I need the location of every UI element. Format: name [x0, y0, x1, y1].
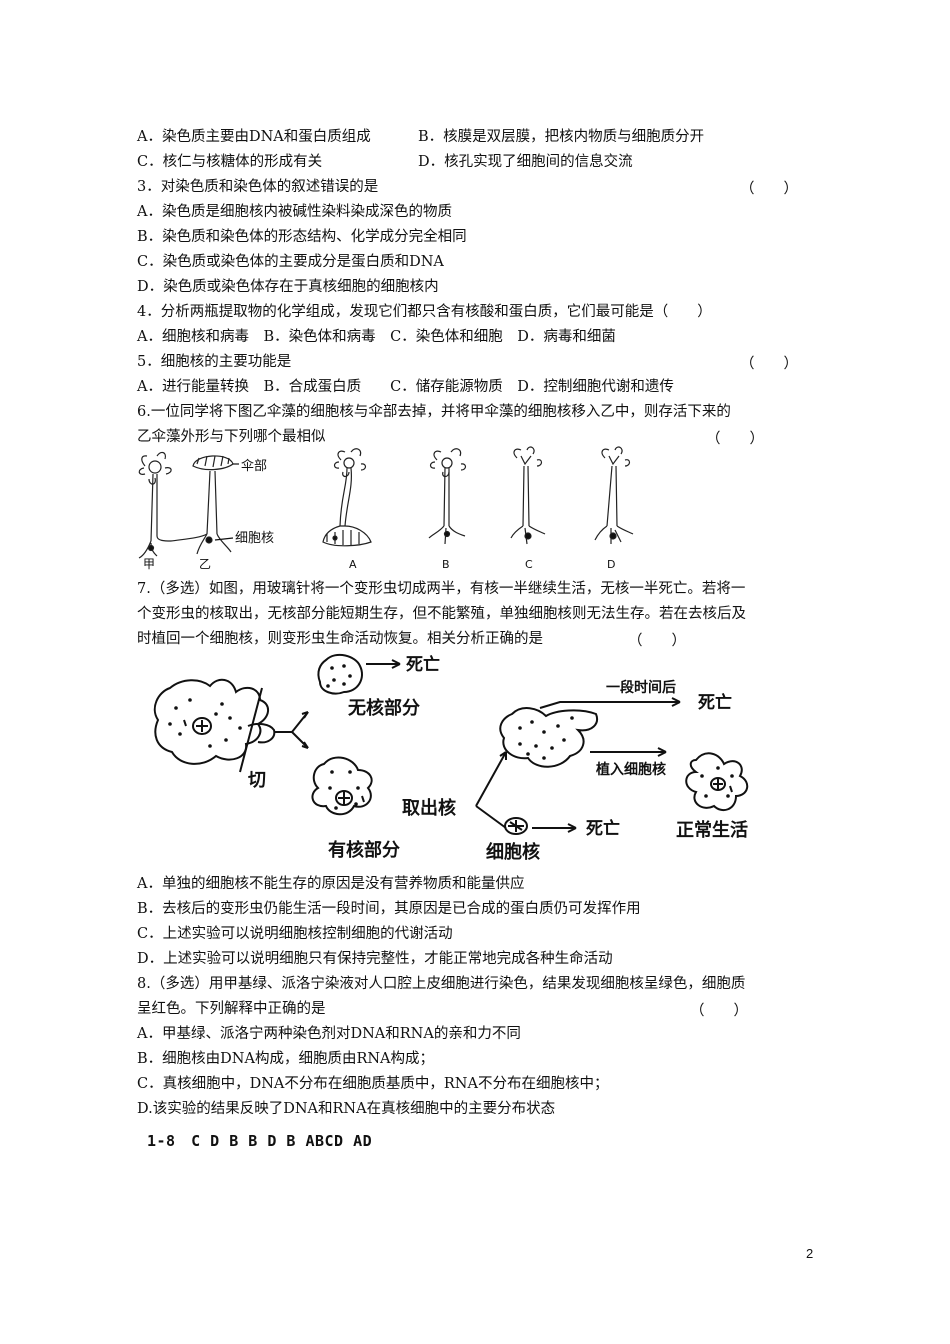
q8-option-c: C．真核细胞中，DNA不分布在细胞质基质中，RNA不分布在细胞核中；	[137, 1076, 609, 1092]
q7-amoeba-figure: 切 死亡 无核部分 有核部分 取出核	[140, 648, 780, 870]
q8-stem-line-2: 呈红色。下列解释中正确的是	[137, 1001, 326, 1017]
q3-option-a: A．染色质是细胞核内被碱性染料染成深色的物质	[137, 204, 452, 220]
option-a-algae	[322, 448, 372, 547]
q7-option-c: C．上述实验可以说明细胞核控制细胞的代谢活动	[137, 926, 453, 942]
label-umbrella: 伞部	[241, 458, 267, 474]
q8-option-d: D.该实验的结果反映了DNA和RNA在真核细胞中的主要分布状态	[137, 1101, 556, 1117]
q7-option-d: D．上述实验可以说明细胞只有保持完整性，才能正常地完成各种生命活动	[137, 951, 613, 967]
answer-key: 1-8 C D B B D B ABCD AD	[147, 1132, 373, 1150]
q8-stem-line-1: 8.（多选）用甲基绿、派洛宁染液对人口腔上皮细胞进行染色，结果发现细胞核呈绿色，…	[137, 976, 746, 992]
label-nucleus: 细胞核	[235, 531, 274, 546]
q7-stem-line-2: 个变形虫的核取出，无核部分能短期生存，但不能繁殖，单独细胞核则无法生存。若在去核…	[137, 606, 746, 622]
acetabularia-jia	[138, 451, 172, 559]
q3-option-b: B．染色质和染色体的形态结构、化学成分完全相同	[137, 229, 467, 245]
q2-options-row-2: C．核仁与核糖体的形成有关 D．核孔实现了细胞间的信息交流	[137, 152, 633, 172]
q6-acetabularia-figure: 甲 乙 伞部 细胞核	[135, 446, 655, 571]
q2-option-c: C．核仁与核糖体的形成有关	[137, 154, 323, 170]
q6-stem-line-1: 6.一位同学将下图乙伞藻的细胞核与伞部去掉，并将甲伞藻的细胞核移入乙中，则存活下…	[137, 404, 731, 420]
label-no-nucleus-part: 无核部分	[348, 697, 420, 719]
amoeba-enucleated	[499, 707, 598, 768]
label-jia: 甲	[143, 557, 155, 571]
q6-answer-paren: （ ）	[706, 431, 764, 447]
q8-answer-paren: （ ）	[690, 1003, 748, 1019]
amoeba-normal	[685, 752, 749, 812]
label-option-d: D	[607, 558, 615, 571]
q7-answer-paren: （ ）	[628, 633, 686, 649]
q5-stem: 5．细胞核的主要功能是	[137, 354, 292, 370]
amoeba-with-nucleus	[311, 756, 373, 816]
q2-option-d: D．核孔实现了细胞间的信息交流	[418, 154, 633, 170]
q4-options: A．细胞核和病毒 B．染色体和病毒 C．染色体和细胞 D．病毒和细菌	[137, 329, 616, 345]
label-death-3: 死亡	[586, 818, 620, 839]
q2-option-a: A．染色质主要由DNA和蛋白质组成	[137, 129, 371, 145]
label-remove-nucleus: 取出核	[402, 797, 456, 819]
q3-stem: 3．对染色质和染色体的叙述错误的是	[137, 179, 379, 195]
page-number: 2	[806, 1246, 814, 1261]
label-death-2: 死亡	[698, 692, 732, 713]
q2-option-b: B．核膜是双层膜，把核内物质与细胞质分开	[418, 129, 705, 145]
q5-answer-paren: （ ）	[740, 356, 798, 372]
label-implant-nucleus: 植入细胞核	[595, 761, 666, 778]
q3-option-c: C．染色质或染色体的主要成分是蛋白质和DNA	[137, 254, 444, 270]
label-option-a: A	[349, 558, 357, 571]
acetabularia-yi	[170, 455, 234, 555]
option-c-algae	[510, 446, 546, 545]
option-b-algae	[428, 448, 467, 545]
label-with-nucleus-part: 有核部分	[328, 839, 400, 861]
label-cut: 切	[248, 770, 266, 791]
q8-option-a: A．甲基绿、派洛宁两种染色剂对DNA和RNA的亲和力不同	[137, 1026, 521, 1042]
q2-options-row-1: A．染色质主要由DNA和蛋白质组成 B．核膜是双层膜，把核内物质与细胞质分开	[137, 127, 704, 147]
label-normal-life: 正常生活	[676, 819, 748, 841]
label-yi: 乙	[199, 557, 211, 571]
label-nucleus: 细胞核	[486, 841, 540, 863]
q8-option-b: B．细胞核由DNA构成，细胞质由RNA构成；	[137, 1051, 435, 1067]
label-death-1: 死亡	[406, 654, 440, 675]
label-after-time: 一段时间后	[606, 679, 676, 696]
label-option-b: B	[442, 558, 450, 571]
option-d-algae	[594, 446, 634, 544]
isolated-nucleus	[504, 817, 528, 835]
q7-stem-line-3: 时植回一个细胞核，则变形虫生命活动恢复。相关分析正确的是	[137, 631, 543, 647]
q3-answer-paren: （ ）	[740, 181, 798, 197]
q5-options: A．进行能量转换 B．合成蛋白质 C．储存能源物质 D．控制细胞代谢和遗传	[137, 379, 674, 395]
q7-option-a: A．单独的细胞核不能生存的原因是没有营养物质和能量供应	[137, 876, 525, 892]
q7-option-b: B．去核后的变形虫仍能生活一段时间，其原因是已合成的蛋白质仍可发挥作用	[137, 901, 641, 917]
amoeba-no-nucleus	[317, 653, 363, 695]
amoeba-original	[153, 678, 276, 765]
q7-stem-line-1: 7.（多选）如图，用玻璃针将一个变形虫切成两半，有核一半继续生活，无核一半死亡。…	[137, 581, 746, 597]
q6-stem-line-2: 乙伞藻外形与下列哪个最相似	[137, 429, 326, 445]
label-option-c: C	[525, 558, 533, 571]
q4-stem: 4．分析两瓶提取物的化学组成，发现它们都只含有核酸和蛋白质，它们最可能是（ ）	[137, 304, 712, 320]
q3-option-d: D．染色质或染色体存在于真核细胞的细胞核内	[137, 279, 439, 295]
